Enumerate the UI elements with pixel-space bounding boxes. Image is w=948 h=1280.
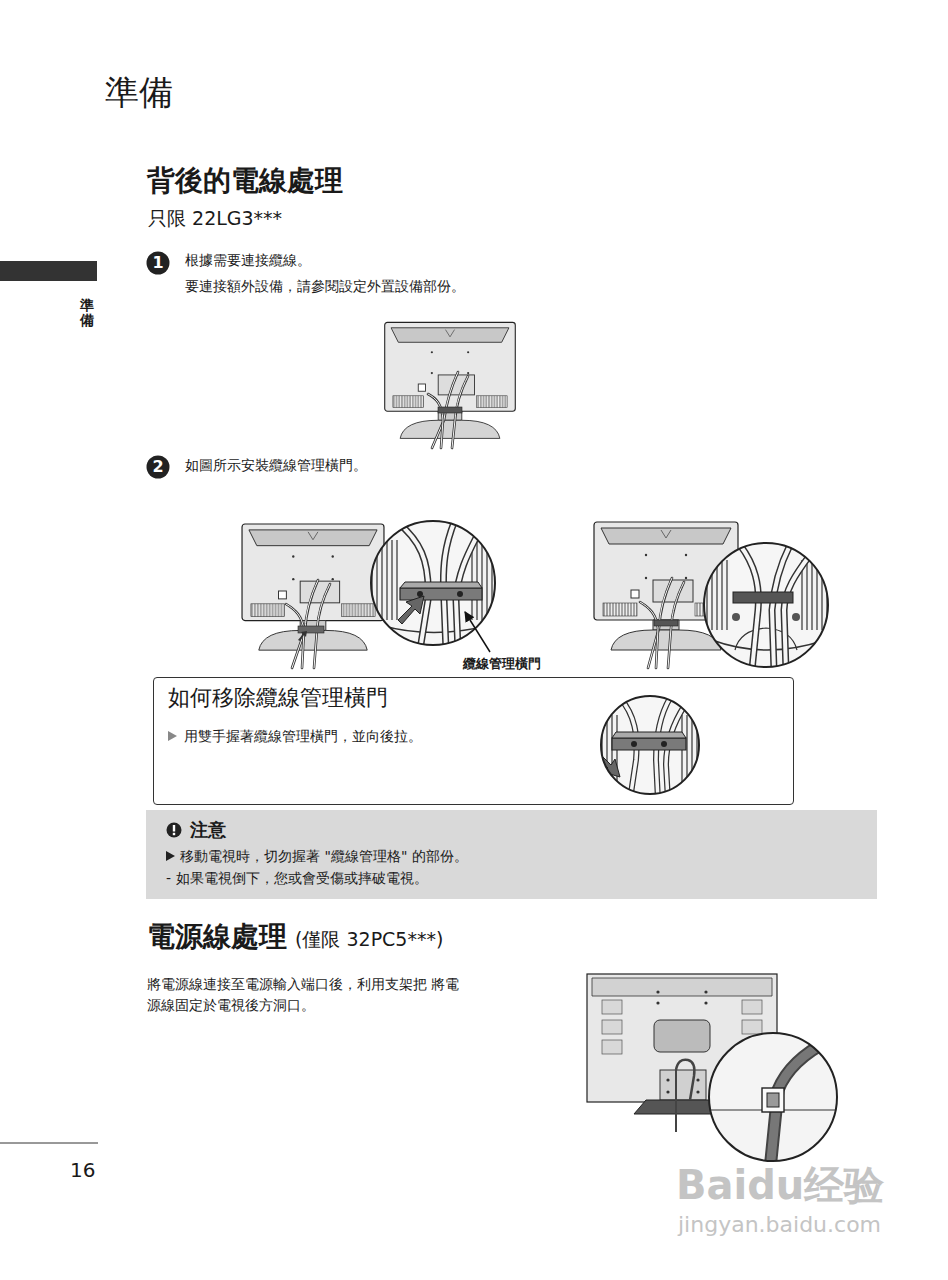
step-text: 根據需要連接纜線。 <box>185 252 311 270</box>
page-title: 準備 <box>105 70 173 116</box>
side-tab-label: 準備 <box>80 298 94 329</box>
page-number: 16 <box>70 1158 95 1182</box>
step-number: 1 <box>146 251 170 275</box>
step-number: 2 <box>146 455 170 479</box>
box-body: 用雙手握著纜線管理橫門，並向後拉。 <box>184 727 793 745</box>
caution-text: 移動電視時，切勿握著 "纜線管理格" 的部份。 <box>180 847 877 865</box>
watermark-url: jingyan.baidu.com <box>678 1212 881 1237</box>
box-heading: 如何移除纜線管理橫門 <box>168 678 793 713</box>
watermark: Baidu经验 <box>676 1158 884 1213</box>
model-note: 只限 22LG3*** <box>148 206 282 232</box>
step-text: 要連接額外設備，請參閱設定外置設備部份。 <box>185 278 465 296</box>
step-number-text: 2 <box>146 455 170 479</box>
info-box: 如何移除纜線管理橫門用雙手握著纜線管理橫門，並向後拉。 <box>153 677 794 805</box>
caution-text: - 如果電視倒下，您或會受傷或摔破電視。 <box>166 869 877 887</box>
caution-heading: 注意 <box>190 810 877 841</box>
caution-icon <box>166 822 182 838</box>
model-note: (僅限 32PC5***) <box>295 927 443 953</box>
part-label: 纜線管理橫門 <box>463 655 541 673</box>
caution-band: 注意移動電視時，切勿握著 "纜線管理格" 的部份。 - 如果電視倒下，您或會受傷或… <box>146 810 877 899</box>
bullet-triangle <box>168 731 177 741</box>
bullet-triangle <box>166 851 175 861</box>
section-heading: 電源線處理 <box>147 918 287 956</box>
step-number-text: 1 <box>146 251 170 275</box>
section-heading: 背後的電線處理 <box>147 162 343 200</box>
body-text: 將電源線連接至電源輸入端口後，利用支架把 將電源線固定於電視後方洞口。 <box>147 974 472 1016</box>
step-text: 如圖所示安裝纜線管理橫門。 <box>185 457 367 475</box>
